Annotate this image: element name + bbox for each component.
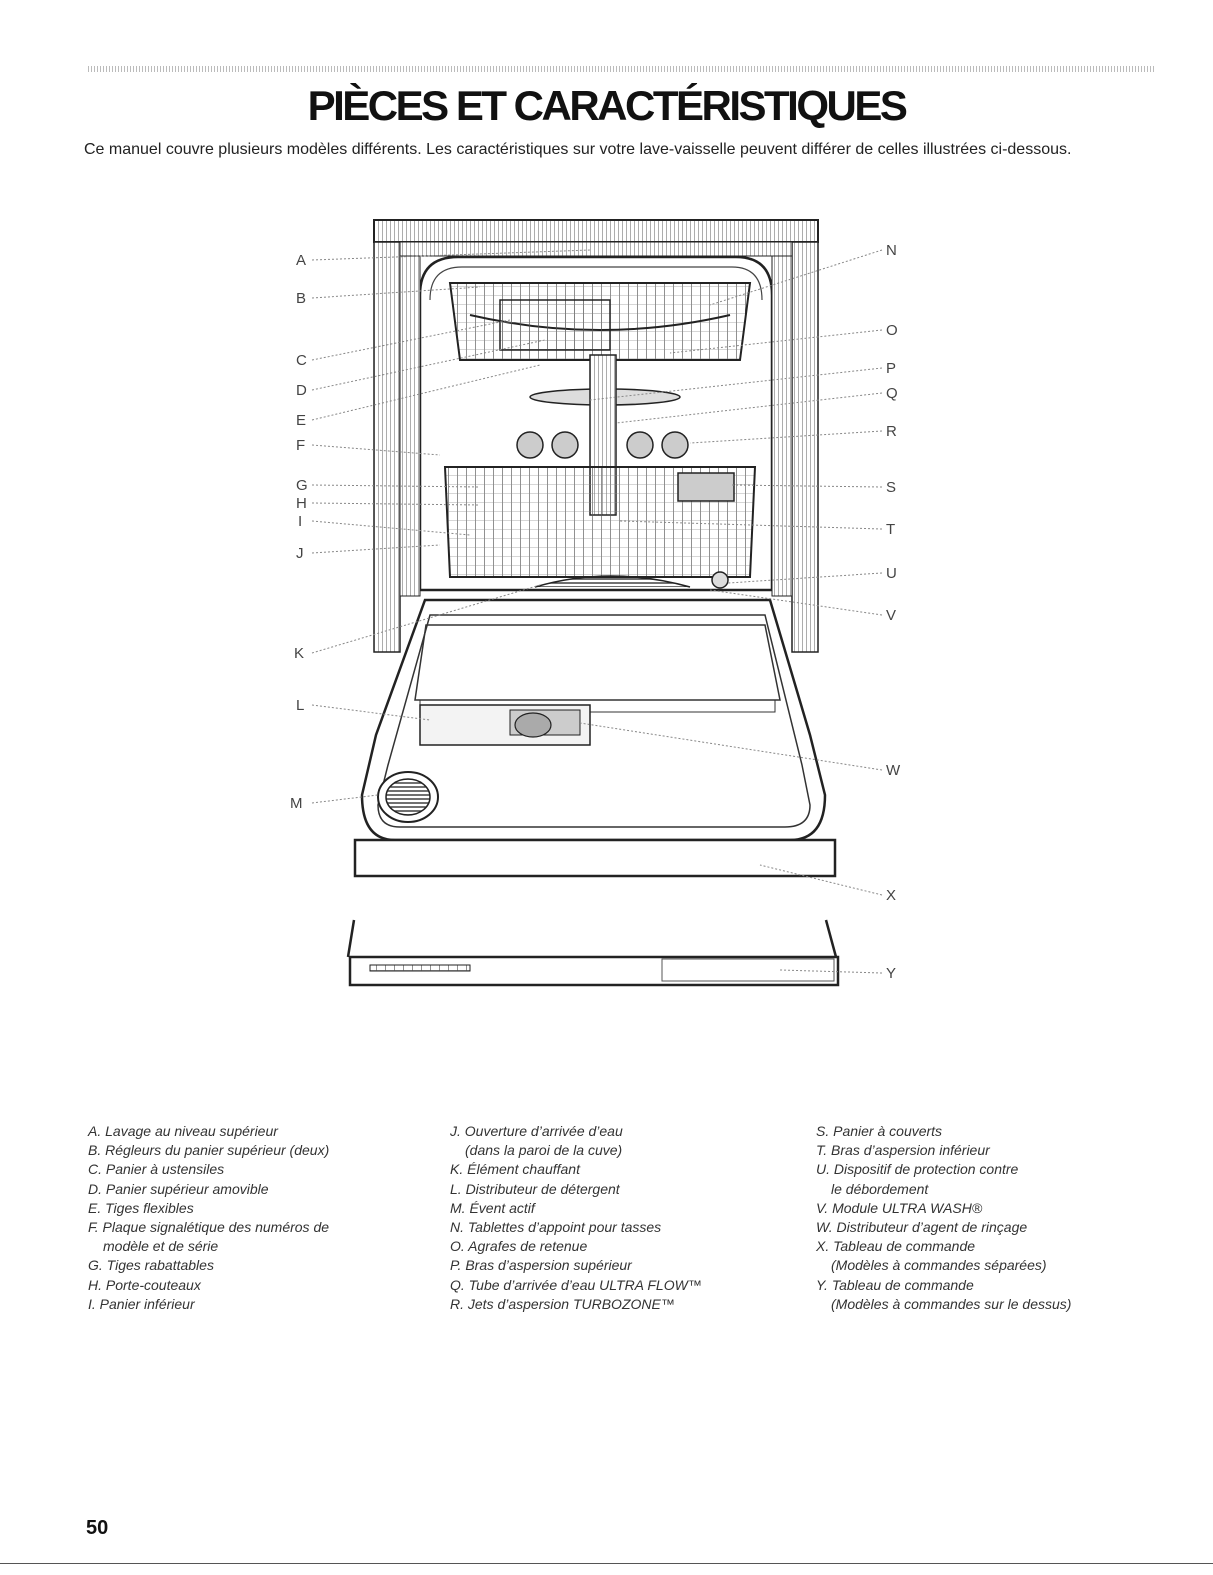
legend-item: O. Agrafes de retenue (450, 1238, 588, 1255)
callout-label-w: W (886, 762, 901, 779)
callout-label-h: H (296, 495, 307, 512)
upper-rack (448, 282, 752, 406)
callout-label-j: J (296, 545, 304, 562)
legend-column-1: A. Lavage au niveau supérieur B. Régleurs… (88, 1122, 428, 1314)
callout-label-t: T (886, 521, 895, 538)
legend-item: Q. Tube d’arrivée d’eau ULTRA FLOW™ (450, 1276, 702, 1293)
legend-item: F. Plaque signalétique des numéros de (88, 1219, 330, 1236)
legend-item-continuation: (Modèles à commandes sur le dessus) (831, 1295, 1072, 1312)
callout-label-o: O (886, 322, 898, 339)
legend-item: V. Module ULTRA WASH® (816, 1199, 983, 1216)
door (353, 598, 837, 878)
callout-label-v: V (886, 607, 896, 624)
legend-item: T. Bras d’aspersion inférieur (816, 1142, 990, 1159)
callout-label-d: D (296, 382, 307, 399)
legend-item: G. Tiges rabattables (88, 1257, 214, 1274)
legend-item: S. Panier à couverts (816, 1123, 943, 1139)
legend-item: W. Distributeur d’agent de rinçage (816, 1219, 1028, 1236)
legend-item: U. Dispositif de protection contre (816, 1161, 1019, 1178)
legend-item: Y. Tableau de commande (816, 1276, 974, 1293)
legend-item: D. Panier supérieur amovible (88, 1180, 269, 1197)
callout-label-f: F (296, 437, 305, 454)
callout-label-y: Y (886, 965, 896, 982)
legend-item: X. Tableau de commande (816, 1238, 976, 1255)
callout-label-r: R (886, 423, 897, 440)
legend-column-3: S. Panier à couverts T. Bras d’aspersion … (816, 1122, 1146, 1314)
legend-item: M. Évent actif (450, 1199, 535, 1216)
legend-item: N. Tablettes d’appoint pour tasses (450, 1219, 662, 1236)
callout-label-l: L (296, 697, 304, 714)
legend-item: L. Distributeur de détergent (450, 1180, 620, 1197)
legend-item: K. Élément chauffant (450, 1161, 580, 1178)
callout-label-i: I (298, 513, 302, 530)
legend-item: H. Porte-couteaux (88, 1276, 201, 1293)
legend-item-continuation: (dans la paroi de la cuve) (465, 1142, 623, 1159)
legend-item: P. Bras d’aspersion supérieur (450, 1257, 632, 1274)
legend-item: R. Jets d’aspersion TURBOZONE™ (450, 1295, 675, 1312)
callout-label-s: S (886, 479, 896, 496)
legend-item: J. Ouverture d’arrivée d’eau (450, 1123, 623, 1139)
legend-item: B. Régleurs du panier supérieur (deux) (88, 1142, 330, 1159)
legend-item: C. Panier à ustensiles (88, 1161, 225, 1178)
callout-label-k: K (294, 645, 304, 662)
callout-label-c: C (296, 352, 307, 369)
legend-column-2: J. Ouverture d’arrivée d’eau (dans la par… (450, 1122, 810, 1314)
callout-label-q: Q (886, 385, 898, 402)
top-rule (88, 66, 1154, 72)
page-title: PIÈCES ET CARACTÉRISTIQUES (307, 82, 908, 129)
callout-label-n: N (886, 242, 897, 259)
legend-item-continuation: (Modèles à commandes séparées) (831, 1257, 1047, 1274)
callout-label-p: P (886, 360, 896, 377)
legend-item: A. Lavage au niveau supérieur (88, 1123, 278, 1139)
callout-label-x: X (886, 887, 896, 904)
callout-label-b: B (296, 290, 306, 307)
callout-label-m: M (290, 795, 303, 812)
callout-label-e: E (296, 412, 306, 429)
lower-rack (443, 466, 757, 589)
cabinet-frame (373, 219, 819, 653)
leader-lines (311, 249, 883, 974)
page-number: 50 (86, 1517, 109, 1539)
legend-item: I. Panier inférieur (88, 1295, 195, 1312)
legend-item-continuation: modèle et de série (103, 1238, 219, 1255)
callout-label-u: U (886, 565, 897, 582)
legend-item: E. Tiges flexibles (88, 1199, 194, 1216)
legend-item-continuation: le débordement (831, 1180, 929, 1197)
intro-text: Ce manuel couvre plusieurs modèles diffé… (84, 141, 1072, 158)
top-control-panel (346, 919, 840, 987)
callout-label-g: G (296, 477, 308, 494)
callout-label-a: A (296, 252, 306, 269)
bottom-rule (0, 1563, 1213, 1564)
